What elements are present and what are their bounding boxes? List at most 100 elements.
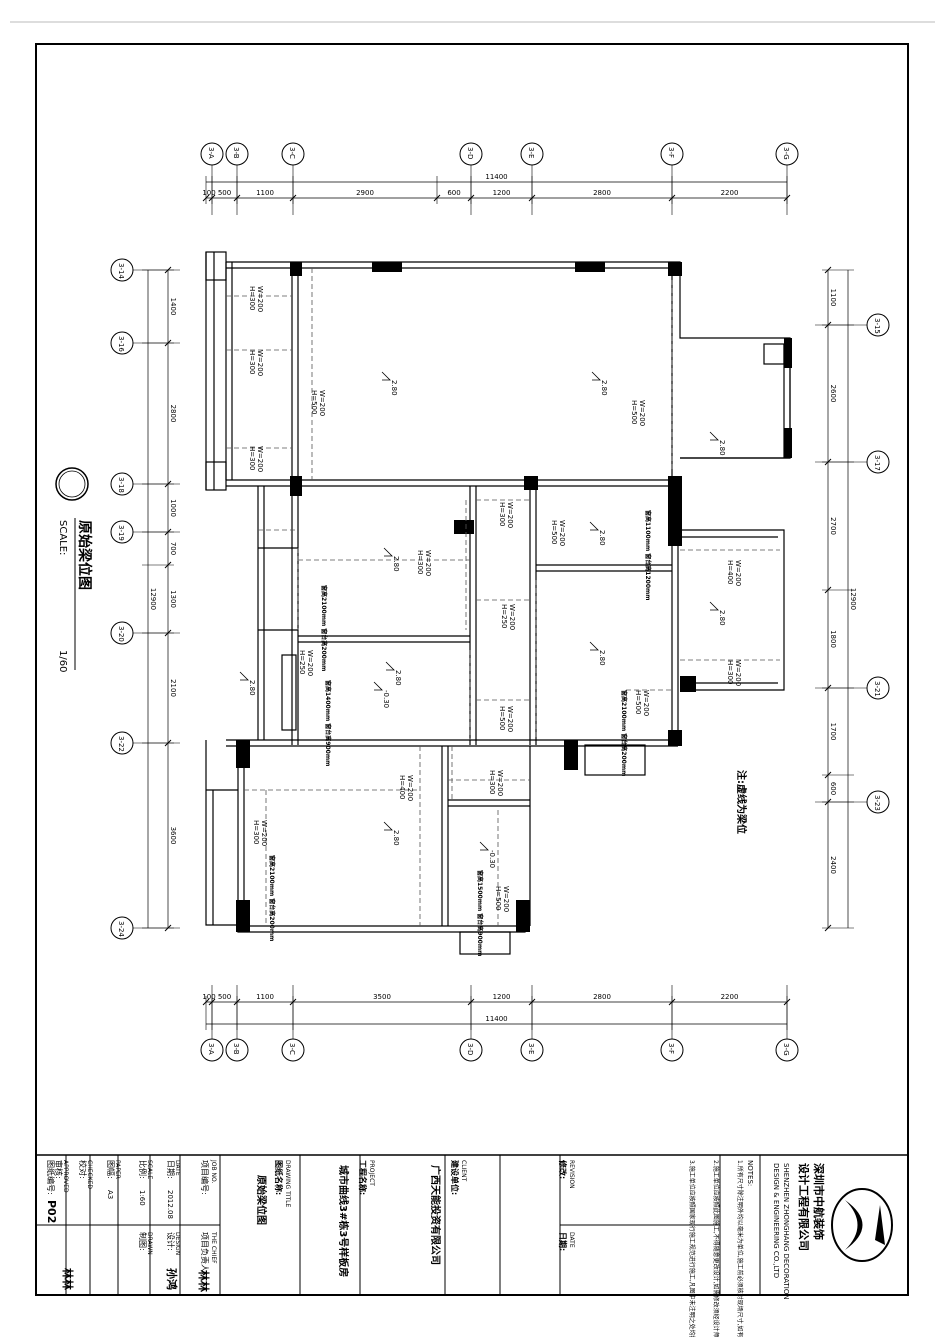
tb-chief-label: THE CHIEF (210, 1231, 217, 1264)
beam-label-h-7: H=300 (416, 550, 424, 575)
dim-top-total: 11400 (485, 173, 507, 181)
tb-paper-label: PAPER (114, 1160, 121, 1179)
dim-dim-top-3: 2900 (356, 189, 374, 197)
dim-dim-left-3: 700 (169, 542, 177, 555)
tb-drawing-title-value: 原始梁位图 (255, 1175, 268, 1225)
window-note-3: 窗高2100mm 窗台高200mm (620, 690, 628, 776)
beam-label-5: W=200 (734, 560, 742, 586)
beam-label-12: W=200 (506, 706, 514, 732)
tb-notes-title: NOTES: (746, 1160, 754, 1186)
tb-design-label: DESIGN (174, 1232, 181, 1255)
tb-paper-cn: 图幅: (106, 1160, 116, 1179)
axis-bottom-4-label: 3-E (527, 1043, 535, 1054)
beam-label-h-8: H=300 (498, 502, 506, 527)
axis-left-3-label: 3-19 (117, 525, 125, 541)
dim-dim-right-6: 2400 (829, 856, 837, 874)
walls (205, 251, 791, 955)
axis-bottom-6-label: 3-G (782, 1043, 790, 1056)
beam-label-1: W=200 (256, 350, 264, 376)
beam-label-h-5: H=400 (726, 560, 734, 585)
beam-label-13: W=200 (406, 775, 414, 801)
tb-drawn-label: DRAWN (146, 1232, 153, 1255)
axis-top-5-label: 3-F (667, 147, 675, 158)
axis-bottom-2-label: 3-C (288, 1043, 296, 1055)
beam-label-h-1: H=300 (248, 350, 256, 375)
tb-project-value: 城市曲线3#栋3号样板房 (337, 1165, 350, 1277)
dim-dim-left-1: 2800 (169, 405, 177, 423)
axis-top-3-label: 3-D (466, 147, 474, 159)
beam-label-h-12: H=500 (498, 706, 506, 731)
tb-client-cn: 建设单位: (450, 1159, 460, 1195)
beam-label-h-17: H=500 (550, 520, 558, 545)
tb-company-en2: DESIGN & ENGINEERING CO.,LTD (772, 1163, 780, 1278)
dim-dim-left-4: 1300 (169, 590, 177, 608)
tb-drawing-title-cn: 图纸名称: (274, 1160, 284, 1195)
height-mark-9: -0.30 (488, 850, 496, 868)
dim-bottom-total: 11400 (485, 1015, 507, 1023)
tb-sign-approved: 林林 (61, 1268, 75, 1290)
dim-dim-left-6: 3600 (169, 827, 177, 845)
beam-label-7: W=200 (424, 550, 432, 576)
sheet-border (35, 43, 909, 1296)
beam-label-17: W=200 (558, 520, 566, 546)
axis-top-2-label: 3-C (288, 147, 296, 159)
axis-right-0-label: 3-15 (873, 318, 881, 334)
window-note-4: 窗高2100mm 窗台高200mm (268, 855, 276, 941)
height-mark-0: 2.80 (390, 380, 398, 396)
dim-dim-bottom-6: 2200 (721, 993, 739, 1001)
dim-left-total: 12900 (149, 588, 157, 610)
plan-annotations: W=200H=300W=200H=300W=200H=300W=200H=500… (239, 286, 742, 956)
tb-approved-label: APPROVED (62, 1160, 69, 1193)
tb-scale-label: SCALE (146, 1160, 153, 1179)
window-note-1: 窗高2100mm 窗台高200mm (320, 585, 328, 671)
tb-project-label: PROJECT (368, 1160, 375, 1186)
tb-design-cn: 设计: (166, 1232, 176, 1251)
beam-label-h-15: H=300 (252, 820, 260, 845)
dim-dim-bottom-0: 100 (202, 993, 215, 1001)
axis-bottom-5-label: 3-F (667, 1043, 675, 1054)
tb-company-cn: 深圳市中航装饰 (812, 1163, 826, 1240)
tb-paper-value: A3 (106, 1190, 114, 1199)
height-mark-11: 2.80 (248, 680, 256, 696)
height-mark-4: 2.80 (394, 670, 402, 686)
beam-label-h-10: H=250 (298, 650, 306, 675)
dim-dim-right-1: 2600 (829, 385, 837, 403)
beam-label-h-14: H=300 (488, 770, 496, 795)
tb-job-no-cn: 项目编号: (200, 1160, 210, 1195)
beam-label-14: W=200 (496, 770, 504, 796)
beam-label-h-11: H=500 (634, 690, 642, 715)
tb-date2-cn: 日期: (166, 1160, 175, 1179)
beam-label-0: W=200 (256, 286, 264, 312)
axis-bubbles: 3-A3-A3-B3-B3-C3-C3-D3-D3-E3-E3-F3-F3-G3… (110, 142, 890, 1062)
dim-dim-right-3: 1800 (829, 630, 837, 648)
axis-left-0-label: 3-14 (117, 263, 125, 279)
beam-label-16: W=200 (502, 886, 510, 912)
axis-right-1-label: 3-17 (873, 455, 881, 471)
dim-dim-bottom-4: 1200 (493, 993, 511, 1001)
window-note-5: 窗高1500mm 窗台高900mm (476, 870, 484, 956)
beam-label-8: W=200 (506, 502, 514, 528)
beam-label-15: W=200 (260, 820, 268, 846)
axis-right-2-label: 3-21 (873, 681, 881, 697)
dim-right-total: 12900 (849, 588, 857, 610)
dim-dim-bottom-5: 2800 (593, 993, 611, 1001)
beam-label-11: W=200 (642, 690, 650, 716)
tb-date-cn: 日期: (558, 1232, 568, 1251)
tb-revision-cn: 修改: (558, 1159, 568, 1179)
dim-dim-right-4: 1700 (829, 723, 837, 741)
axis-bottom-0-label: 3-A (207, 1043, 215, 1055)
dim-dim-left-5: 2100 (169, 679, 177, 697)
tb-sign-chief: 林林 (197, 1270, 211, 1292)
tb-date2-label: DATE (174, 1160, 181, 1176)
tb-approved-cn: 审核: (54, 1160, 64, 1179)
beam-label-9: W=200 (508, 604, 516, 630)
plan-title: 原始梁位图 SCALE: 1/60 (55, 467, 93, 672)
tb-job-no: JOB NO. (210, 1159, 217, 1183)
tb-note-2: 3.施工单位应按照国家现行施工规范进行施工,凡图中未注明之处均按国家有关规范执行… (688, 1160, 696, 1337)
tb-sign-design: 孙鸿 (165, 1268, 179, 1290)
plan-title-text: 原始梁位图 (76, 520, 93, 590)
